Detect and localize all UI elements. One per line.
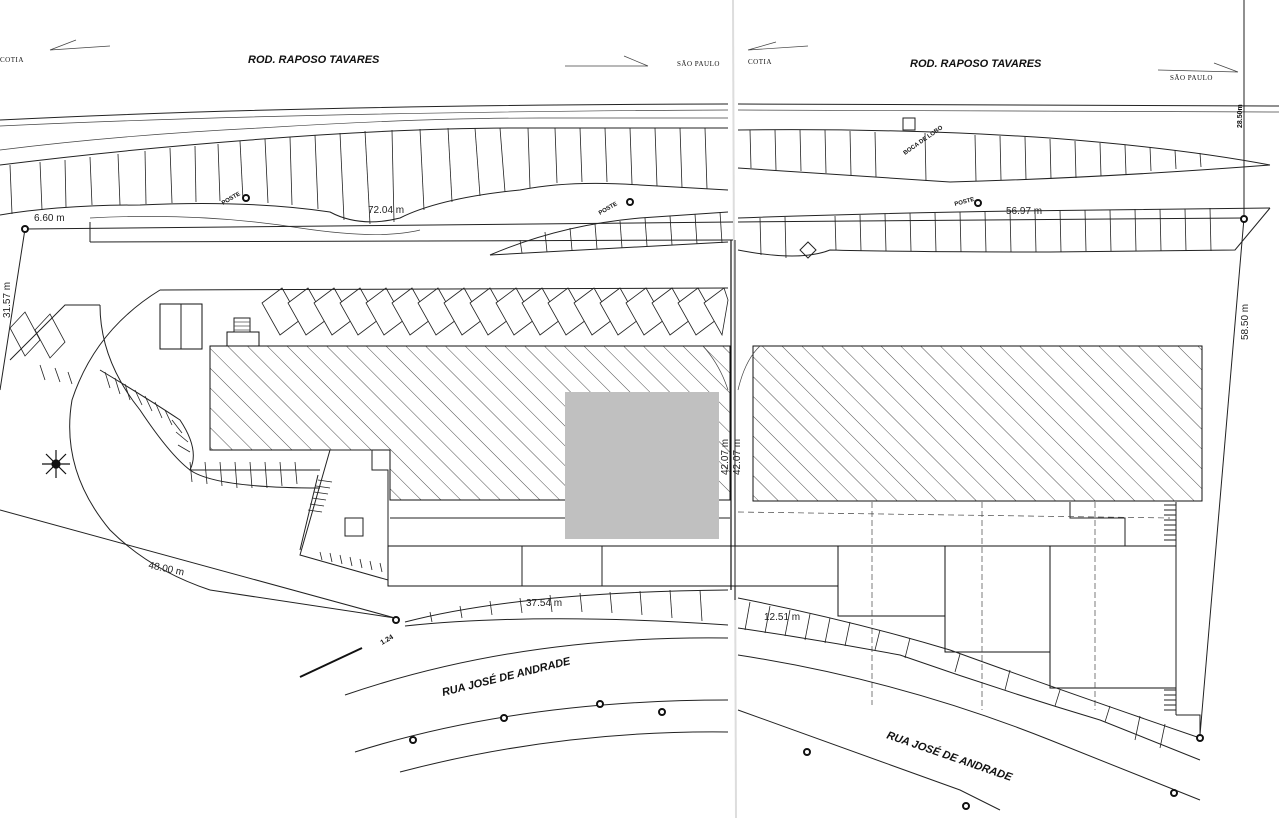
- survey-points: [21, 194, 1248, 810]
- direction-label-sao-paulo-right: SÃO PAULO: [1170, 74, 1213, 82]
- north-arrow-icon: [42, 450, 70, 478]
- dimension-56-97: 56.97 m: [1006, 206, 1042, 217]
- right-edge-label: 28.50m: [1237, 104, 1244, 128]
- direction-label-sao-paulo-left: SÃO PAULO: [677, 60, 720, 68]
- direction-label-cotia-right: COTIA: [748, 58, 772, 66]
- highway-edges: [0, 0, 1279, 220]
- slope-band-left: [0, 117, 729, 235]
- small-structures: [159, 303, 260, 350]
- property-boundary: [0, 217, 1245, 736]
- redacted-block: [565, 392, 719, 539]
- driveway: [9, 287, 729, 619]
- dimension-42-07-a: 42.07 m: [720, 439, 731, 475]
- poste-label-3: POSTE: [954, 197, 975, 208]
- dimension-12-51: 12.51 m: [764, 612, 800, 623]
- poste-label-2: POSTE: [598, 201, 619, 216]
- direction-label-cotia-left: COTIA: [0, 56, 24, 64]
- dimension-1-24: 1.24: [380, 634, 395, 647]
- dimension-58-50: 58.50 m: [1240, 304, 1251, 340]
- direction-arrows: [49, 39, 1239, 73]
- access-structure: [299, 449, 389, 581]
- street-slope: [299, 589, 1201, 811]
- hatched-building-right: [752, 345, 1203, 502]
- dimension-37-54: 37.54 m: [526, 598, 562, 609]
- lower-buildings: [387, 502, 1201, 735]
- road-label-bottom-left: RUA JOSÉ DE ANDRADE: [441, 654, 573, 699]
- slope-band-right: [737, 117, 1271, 259]
- dimension-48-00: 48.00 m: [147, 560, 185, 578]
- dimension-31-57: 31.57 m: [2, 282, 13, 318]
- dimension-6-60: 6.60 m: [34, 213, 65, 224]
- parking-stalls: [9, 287, 729, 359]
- road-label-top-right: ROD. RAPOSO TAVARES: [910, 58, 1042, 70]
- road-label-bottom-right: RUA JOSÉ DE ANDRADE: [885, 729, 1014, 784]
- dimension-72-04: 72.04 m: [368, 205, 404, 216]
- dimension-42-07-b: 42.07 m: [732, 439, 743, 475]
- slope-ticks-left: [9, 127, 708, 225]
- road-label-top-left: ROD. RAPOSO TAVARES: [248, 54, 380, 66]
- slope-inner-left: [489, 211, 729, 256]
